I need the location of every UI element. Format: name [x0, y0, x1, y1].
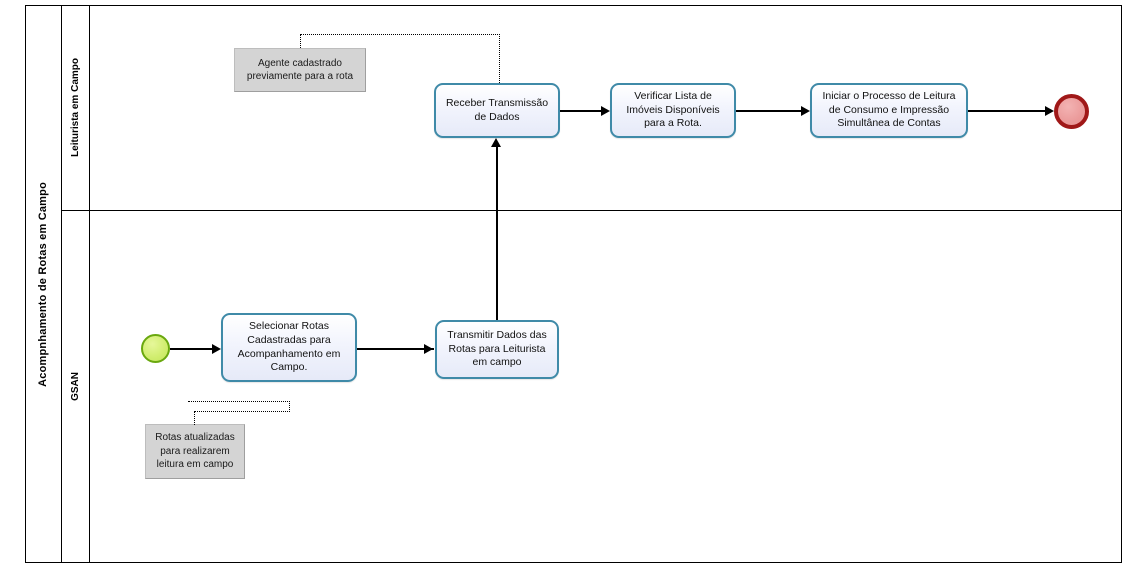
lane-label-gsan: GSAN [62, 210, 90, 563]
task-iniciar-label: Iniciar o Processo de Leitura de Consumo… [822, 89, 956, 130]
task-selecionar-rotas-cadastradas[interactable]: Selecionar Rotas Cadastradas para Acompa… [221, 313, 357, 382]
task-verificar-label: Verificar Lista de Imóveis Disponíveis p… [626, 89, 720, 130]
pool-label-text: Acompnhamento de Rotas em Campo [37, 181, 49, 387]
lane-label-text-1: Leiturista em Campo [70, 58, 81, 157]
annotation-agente-text: Agente cadastrado previamente para a rot… [246, 57, 354, 83]
flow-verificar-to-iniciar-arrow [801, 105, 810, 116]
flow-start-to-selecionar-arrow [212, 343, 221, 354]
association-rotas-segment-top [188, 401, 290, 402]
flow-iniciar-to-end-arrow [1045, 105, 1054, 116]
lane-label-text-2: GSAN [70, 372, 81, 401]
pool-frame [25, 5, 1122, 563]
flow-start-to-selecionar [170, 348, 214, 350]
association-rotas-segment-up [194, 411, 195, 425]
flow-iniciar-to-end [968, 110, 1046, 112]
task-iniciar-processo-de-leitura[interactable]: Iniciar o Processo de Leitura de Consumo… [810, 83, 968, 138]
task-verificar-lista-de-imoveis[interactable]: Verificar Lista de Imóveis Disponíveis p… [610, 83, 736, 138]
lane-label-leiturista-em-campo: Leiturista em Campo [62, 5, 90, 210]
pool-label: Acompnhamento de Rotas em Campo [25, 5, 62, 563]
flow-selecionar-to-transmitir [357, 348, 434, 350]
annotation-rotas-atualizadas: Rotas atualizadas para realizarem leitur… [145, 424, 245, 479]
association-rotas-segment-riser [289, 401, 290, 412]
flow-receber-to-verificar-arrow [601, 105, 610, 116]
end-event[interactable] [1054, 94, 1089, 129]
flow-verificar-to-iniciar [736, 110, 802, 112]
annotation-rotas-text: Rotas atualizadas para realizarem leitur… [155, 432, 235, 471]
task-transmitir-label: Transmitir Dados das Rotas para Leituris… [447, 328, 547, 369]
task-transmitir-dados-das-rotas[interactable]: Transmitir Dados das Rotas para Leituris… [435, 320, 559, 379]
association-agente-segment-up [300, 34, 301, 48]
association-agente-segment-across [300, 34, 500, 35]
task-receber-label: Receber Transmissão de Dados [445, 96, 549, 123]
task-receber-transmissao-de-dados[interactable]: Receber Transmissão de Dados [434, 83, 560, 138]
flow-receber-to-verificar [560, 110, 602, 112]
flow-transmitir-to-receber [496, 146, 498, 320]
flow-transmitir-to-receber-arrow [491, 138, 501, 147]
association-agente-segment-down [499, 34, 500, 83]
start-event[interactable] [141, 334, 170, 363]
task-selecionar-label: Selecionar Rotas Cadastradas para Acompa… [237, 319, 341, 374]
flow-selecionar-to-transmitir-arrow [424, 343, 433, 354]
association-rotas-segment-across [194, 411, 290, 412]
lane-divider [62, 210, 1122, 211]
annotation-agente-cadastrado: Agente cadastrado previamente para a rot… [234, 48, 366, 92]
